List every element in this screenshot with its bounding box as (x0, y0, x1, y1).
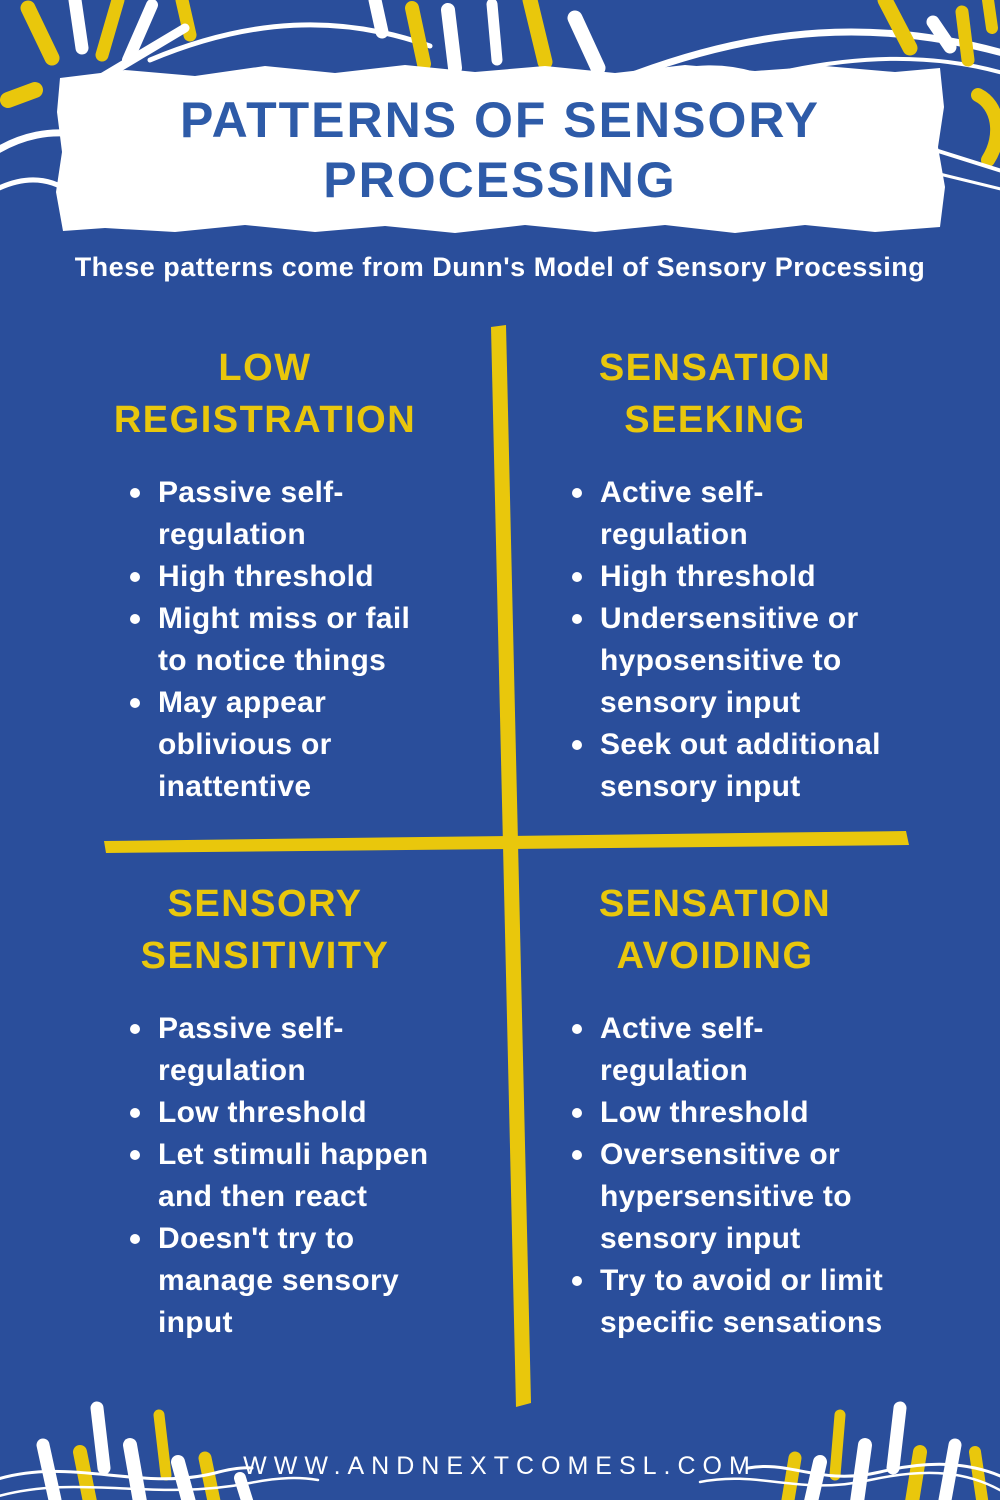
bullet-text: May appear oblivious or inattentive (158, 686, 332, 803)
bullet-dot (130, 614, 140, 624)
bullet-text: High threshold (600, 560, 816, 593)
list-item: High threshold (572, 556, 910, 598)
list-item: Undersensitive or hyposensitive to senso… (572, 598, 910, 724)
list-item: Try to avoid or limit specific sensation… (572, 1260, 910, 1344)
list-item: Active self- regulation (572, 1008, 910, 1092)
bullet-dot (572, 1108, 582, 1118)
bullet-text: Doesn't try to manage sensory input (158, 1222, 399, 1339)
bullet-text: Passive self- regulation (158, 1012, 344, 1087)
bullet-dot (130, 1234, 140, 1244)
list-item: Might miss or fail to notice things (130, 598, 455, 682)
title-banner: PATTERNS OF SENSORY PROCESSING (55, 62, 945, 237)
bullet-text: Low threshold (600, 1096, 809, 1129)
bullet-text: High threshold (158, 560, 374, 593)
bullet-dot (130, 488, 140, 498)
list-item: Let stimuli happen and then react (130, 1134, 455, 1218)
bullet-text: Try to avoid or limit specific sensation… (600, 1264, 884, 1339)
list-item: Low threshold (572, 1092, 910, 1134)
website-url: WWW.ANDNEXTCOMESL.COM (243, 1452, 757, 1480)
quadrant-sensory-sensitivity: SENSORY SENSITIVITY Passive self- regula… (75, 878, 455, 1344)
list-item: Passive self- regulation (130, 1008, 455, 1092)
bullet-text: Oversensitive or hypersensitive to senso… (600, 1138, 852, 1255)
bullet-text: Active self- regulation (600, 1012, 764, 1087)
quadrant-low-registration: LOW REGISTRATION Passive self- regulatio… (75, 342, 455, 808)
bullet-text: Undersensitive or hyposensitive to senso… (600, 602, 859, 719)
bullet-text: Let stimuli happen and then react (158, 1138, 429, 1213)
list-item: Oversensitive or hypersensitive to senso… (572, 1134, 910, 1260)
bullet-dot (572, 1150, 582, 1160)
bullet-dot (130, 1024, 140, 1034)
bullet-text: Might miss or fail to notice things (158, 602, 411, 677)
bullet-dot (572, 488, 582, 498)
list-item: Passive self- regulation (130, 472, 455, 556)
quadrant-heading: SENSATION SEEKING (598, 347, 832, 441)
quadrant-sensation-avoiding: SENSATION AVOIDING Active self- regulati… (520, 878, 910, 1344)
bullet-dot (130, 1150, 140, 1160)
bullet-text: Seek out additional sensory input (600, 728, 881, 803)
list-item: Doesn't try to manage sensory input (130, 1218, 455, 1344)
bullet-list: Active self- regulation Low threshold Ov… (520, 1008, 910, 1344)
bullet-dot (572, 1024, 582, 1034)
bullet-list: Passive self- regulation High threshold … (75, 472, 455, 808)
list-item: High threshold (130, 556, 455, 598)
bullet-text: Passive self- regulation (158, 476, 344, 551)
bullet-dot (572, 1276, 582, 1286)
horizontal-divider-line (104, 831, 909, 853)
list-item: Seek out additional sensory input (572, 724, 910, 808)
subtitle: These patterns come from Dunn's Model of… (74, 252, 926, 282)
list-item: Active self- regulation (572, 472, 910, 556)
bullet-dot (130, 698, 140, 708)
list-item: Low threshold (130, 1092, 455, 1134)
bullet-dot (130, 1108, 140, 1118)
bullet-dot (572, 572, 582, 582)
bullet-text: Active self- regulation (600, 476, 764, 551)
bullet-text: Low threshold (158, 1096, 367, 1129)
bullet-dot (572, 740, 582, 750)
bullet-list: Passive self- regulation Low threshold L… (75, 1008, 455, 1344)
quadrant-heading: SENSORY SENSITIVITY (140, 883, 390, 977)
quadrant-heading: LOW REGISTRATION (113, 347, 417, 441)
quadrant-sensation-seeking: SENSATION SEEKING Active self- regulatio… (520, 342, 910, 808)
page-title: PATTERNS OF SENSORY PROCESSING (180, 91, 820, 208)
quadrant-heading: SENSATION AVOIDING (598, 883, 832, 977)
bullet-dot (130, 572, 140, 582)
bullet-dot (572, 614, 582, 624)
list-item: May appear oblivious or inattentive (130, 682, 455, 808)
bullet-list: Active self- regulation High threshold U… (520, 472, 910, 808)
